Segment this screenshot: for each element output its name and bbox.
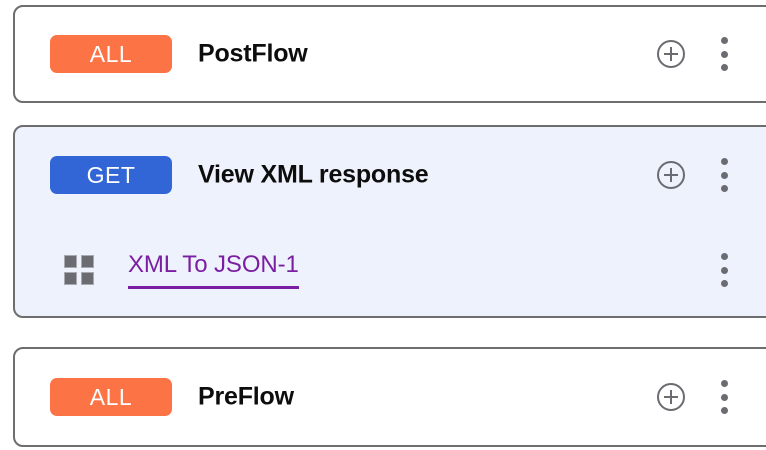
- kebab-dot: [720, 64, 728, 71]
- method-badge-all: ALL: [50, 35, 172, 73]
- flow-row-view-xml-response: GET View XML response: [15, 127, 766, 223]
- plus-circle-icon[interactable]: [656, 160, 686, 190]
- plus-circle-icon[interactable]: [656, 39, 686, 69]
- kebab-menu-icon[interactable]: [713, 380, 735, 414]
- flow-title-postflow: PostFlow: [198, 39, 308, 68]
- kebab-dot: [720, 185, 728, 192]
- grid-square: [81, 272, 94, 285]
- grid-square: [64, 272, 77, 285]
- policy-row-xml-to-json-1: XML To JSON-1: [15, 223, 766, 317]
- kebab-dot: [720, 253, 728, 260]
- grid-square: [64, 255, 77, 268]
- flow-card-view-xml-response[interactable]: GET View XML response: [13, 125, 766, 318]
- kebab-menu-icon[interactable]: [713, 253, 735, 287]
- flow-card-preflow[interactable]: ALL PreFlow: [13, 347, 766, 447]
- flow-row-postflow: ALL PostFlow: [15, 7, 766, 101]
- kebab-dot: [720, 158, 728, 165]
- method-badge-get: GET: [50, 156, 172, 194]
- kebab-dot: [720, 171, 728, 179]
- method-badge-all: ALL: [50, 378, 172, 416]
- kebab-dot: [720, 37, 728, 44]
- kebab-dot: [720, 50, 728, 58]
- kebab-menu-icon[interactable]: [713, 158, 735, 192]
- flow-title-view-xml-response: View XML response: [198, 160, 429, 189]
- grid-policy-icon: [64, 255, 94, 285]
- plus-circle-icon[interactable]: [656, 382, 686, 412]
- kebab-dot: [720, 407, 728, 414]
- flow-title-preflow: PreFlow: [198, 382, 294, 411]
- policy-link-xml-to-json-1[interactable]: XML To JSON-1: [128, 251, 299, 289]
- kebab-dot: [720, 266, 728, 274]
- flow-card-postflow[interactable]: ALL PostFlow: [13, 5, 766, 103]
- kebab-dot: [720, 393, 728, 401]
- kebab-menu-icon[interactable]: [713, 37, 735, 71]
- kebab-dot: [720, 380, 728, 387]
- flow-row-preflow: ALL PreFlow: [15, 349, 766, 445]
- grid-square: [81, 255, 94, 268]
- kebab-dot: [720, 280, 728, 287]
